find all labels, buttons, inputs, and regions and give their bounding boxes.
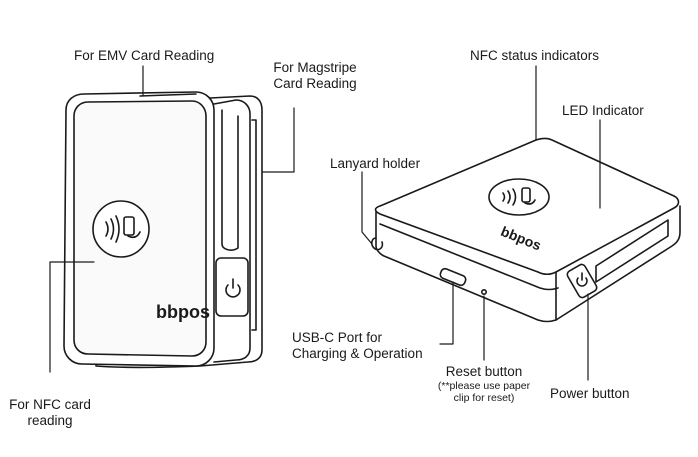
label-led: LED Indicator xyxy=(562,103,644,118)
label-usbc: USB-C Port for Charging & Operation xyxy=(292,330,423,362)
label-usbc-line1: USB-C Port for xyxy=(292,330,383,345)
label-usbc-line2: Charging & Operation xyxy=(292,346,423,361)
front-nfc-icon xyxy=(92,200,150,258)
label-nfc-status: NFC status indicators xyxy=(470,48,600,63)
label-magstripe-line2: Card Reading xyxy=(273,76,357,91)
label-lanyard: Lanyard holder xyxy=(330,156,421,171)
label-emv: For EMV Card Reading xyxy=(74,48,215,63)
angled-nfc-icon xyxy=(488,178,550,216)
label-nfc-reading-line2: reading xyxy=(27,413,73,428)
label-reset-note-line2: clip for reset) xyxy=(453,392,515,404)
label-nfc-reading: For NFC card reading xyxy=(4,397,96,429)
label-reset: Reset button (**please use paper clip fo… xyxy=(420,364,548,404)
front-bbpos-logo: bbpos xyxy=(156,302,210,322)
label-power: Power button xyxy=(550,386,630,401)
front-power-icon xyxy=(225,278,241,298)
label-reset-note-line1: (**please use paper xyxy=(437,380,531,392)
label-magstripe: For Magstripe Card Reading xyxy=(266,60,364,92)
leader-lines xyxy=(49,65,601,381)
label-nfc-reading-line1: For NFC card xyxy=(9,397,91,412)
label-reset-title: Reset button xyxy=(445,364,523,379)
label-magstripe-line1: For Magstripe xyxy=(273,60,357,75)
